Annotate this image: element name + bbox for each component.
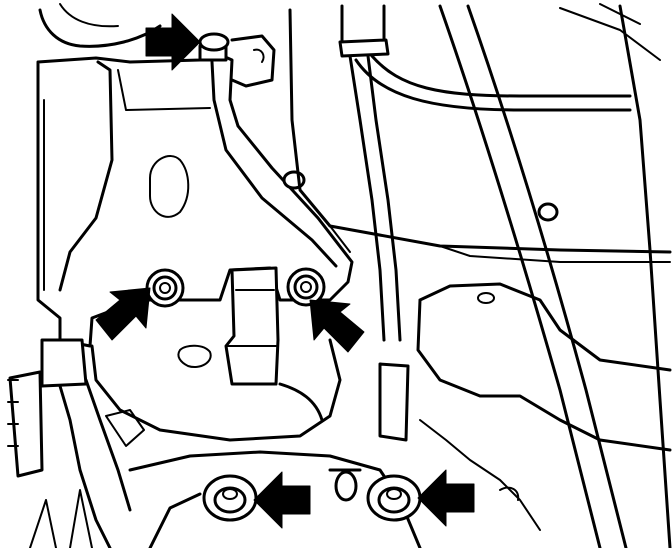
arrow-up-right-icon [95,287,151,341]
right-mount-bolt-center [300,281,312,293]
left-hub-bolts [7,379,19,447]
hose-clamp [338,38,390,58]
pipe-curve [354,54,632,112]
vacuum-hose-left [340,4,386,46]
right-mount-bolt-head [293,274,319,300]
top-tab-hole [253,48,265,63]
lower-stud [334,470,358,502]
pipe-long-a [438,4,602,548]
bracket-inner-edge [117,69,211,111]
arrow-up-left-icon [309,299,365,353]
rear-bolt [537,202,559,222]
housing-top-detail [59,3,119,28]
bracket-rib-right [210,60,338,268]
lower-right-bolt-center [386,488,402,500]
lower-left-bolt-center [222,488,238,500]
oil-pan-outline [416,282,672,452]
arrow-right-icon [145,13,201,71]
left-mount-bolt-center [159,282,171,294]
left-hub-plate [8,370,44,478]
top-bracket-tab [230,34,276,88]
engine-block-edge [90,338,342,442]
left-arm-inner [84,378,132,512]
pipe-long-b [466,4,628,548]
top-bolt-head [198,32,230,52]
arrow-left-icon [417,469,475,527]
block-curve-right [278,382,324,422]
arrow-left-icon [253,471,311,529]
frame-rail [618,4,672,548]
oil-pan-plug [477,292,495,304]
lower-cross-edge [148,468,362,548]
mount-insulator-block [224,266,280,386]
left-hub-bracket [40,338,88,388]
housing-top-curve [38,8,162,48]
housing-upper-right [559,3,661,61]
lower-right-rib [419,419,541,531]
left-lower-spokes [29,489,93,548]
left-arm [58,384,112,548]
hose-end-fitting [378,362,410,442]
left-mount-bolt-head [152,275,178,301]
pan-flange [329,225,671,263]
engine-block-lug [177,344,212,368]
lower-tab [105,409,145,447]
hose-run [348,54,402,342]
bracket-rib-left [58,60,114,292]
bracket-cutout [149,155,190,218]
